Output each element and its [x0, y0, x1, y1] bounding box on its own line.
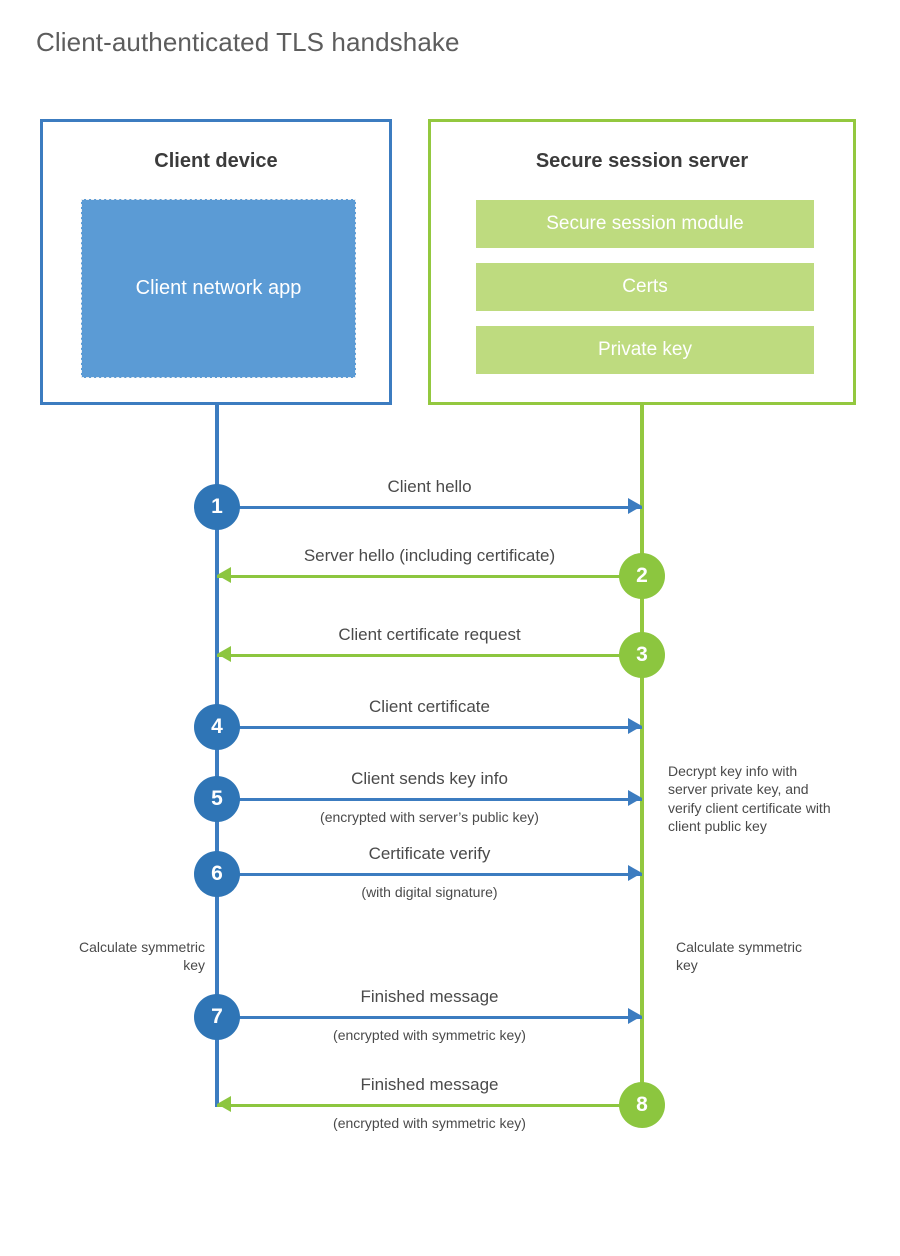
server-calculate-symmetric-key-note: Calculate symmetric key [676, 939, 803, 974]
message-label-7: Finished message [360, 987, 499, 1006]
client-device-box: Client device Client network app [40, 119, 392, 405]
message-arrow-line-2 [217, 575, 642, 578]
message-arrow-line-5 [217, 798, 642, 801]
message-label-3: Client certificate request [338, 625, 521, 644]
client-network-app-label: Client network app [135, 277, 302, 300]
page-title: Client-authenticated TLS handshake [36, 27, 460, 57]
client-calculate-symmetric-key-note: Calculate symmetric key [78, 939, 205, 974]
server-module-certs: Certs [476, 263, 814, 311]
message-arrow-head-8 [217, 1096, 231, 1112]
secure-session-server-box: Secure session server Secure session mod… [428, 119, 856, 405]
step-badge-5[interactable]: 5 [194, 776, 240, 822]
message-arrow-head-1 [628, 498, 642, 514]
message-arrow-line-7 [217, 1016, 642, 1019]
step-badge-2[interactable]: 2 [619, 553, 665, 599]
message-arrow-line-1 [217, 506, 642, 509]
step-badge-6[interactable]: 6 [194, 851, 240, 897]
message-sublabel-7: (encrypted with symmetric key) [333, 1027, 526, 1043]
message-arrow-line-3 [217, 654, 642, 657]
message-arrow-head-4 [628, 718, 642, 734]
message-label-2: Server hello (including certificate) [303, 546, 556, 565]
step-badge-1[interactable]: 1 [194, 484, 240, 530]
message-arrow-head-7 [628, 1008, 642, 1024]
message-sublabel-6: (with digital signature) [361, 884, 498, 900]
message-label-6: Certificate verify [368, 844, 491, 863]
step-badge-4[interactable]: 4 [194, 704, 240, 750]
step-badge-8[interactable]: 8 [619, 1082, 665, 1128]
step-badge-3[interactable]: 3 [619, 632, 665, 678]
message-label-5: Client sends key info [351, 769, 508, 788]
client-lifeline [215, 402, 219, 1107]
message-arrow-line-6 [217, 873, 642, 876]
step-badge-7[interactable]: 7 [194, 994, 240, 1040]
client-device-title: Client device [154, 150, 278, 172]
message-label-4: Client certificate [369, 697, 490, 716]
server-decrypt-note: Decrypt key info with server private key… [668, 763, 831, 835]
message-label-8: Finished message [360, 1075, 499, 1094]
message-sublabel-8: (encrypted with symmetric key) [333, 1115, 526, 1131]
message-arrow-line-8 [217, 1104, 642, 1107]
secure-session-server-title: Secure session server [535, 150, 749, 172]
message-arrow-line-4 [217, 726, 642, 729]
message-arrow-head-2 [217, 567, 231, 583]
client-network-app-block: Client network app [81, 199, 356, 378]
server-lifeline [640, 402, 644, 1107]
server-module-secure-session-module: Secure session module [476, 200, 814, 248]
message-sublabel-5: (encrypted with server’s public key) [320, 809, 539, 825]
message-label-1: Client hello [387, 477, 472, 496]
message-arrow-head-6 [628, 865, 642, 881]
server-module-private-key: Private key [476, 326, 814, 374]
message-arrow-head-5 [628, 790, 642, 806]
message-arrow-head-3 [217, 646, 231, 662]
